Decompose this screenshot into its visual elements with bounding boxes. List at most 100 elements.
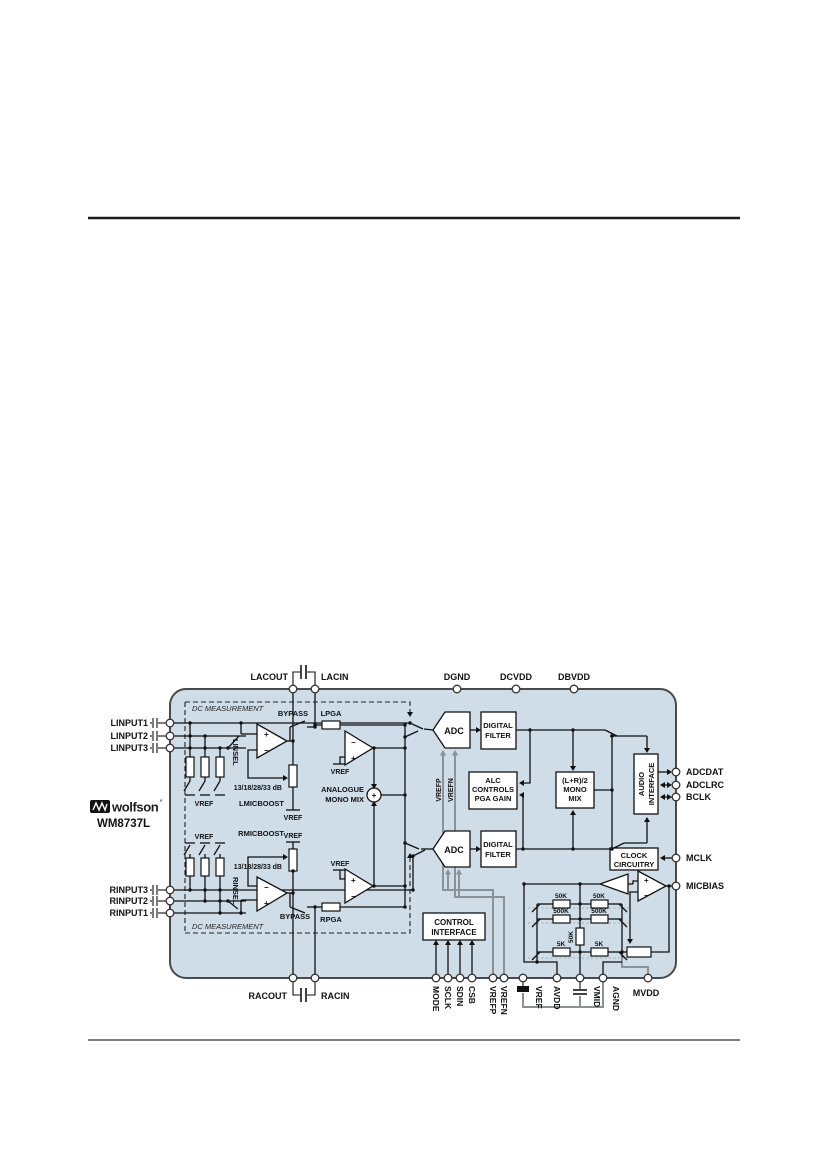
pin-adclrc-label: ADCLRC (686, 780, 724, 790)
pin-sclk-label: SCLK (443, 986, 453, 1010)
rpga-plus: + (351, 876, 356, 885)
adc-left-label: ADC (444, 726, 464, 736)
pin-dbvdd (569, 684, 579, 694)
l-bank-vref-label: VREF (195, 801, 214, 808)
alc-label-1: ALC (485, 776, 501, 785)
vmid-buffer-amp (598, 873, 629, 895)
pin-sdin-label: SDIN (455, 986, 465, 1006)
pin-linput1 (165, 718, 175, 728)
vref-stub-arrows (444, 869, 463, 897)
pin-rinput3-label: RINPUT3 (109, 885, 148, 895)
pin-rinput1 (165, 908, 175, 918)
pin-dbvdd-label: DBVDD (558, 672, 591, 682)
mix-label-2: MONO (563, 785, 586, 794)
pin-csb (467, 973, 477, 983)
res-500k-right-label: 500K (591, 908, 607, 915)
alc-block (468, 771, 518, 810)
pin-racin-label: RACIN (321, 991, 350, 1001)
pin-racin (310, 973, 320, 983)
analogue-mix-label-2: MONO MIX (325, 795, 364, 804)
audio-if-label-1: AUDIO (637, 772, 646, 796)
wolfson-logo: wolfson ° WM8737L (90, 800, 163, 830)
audio-if-label-2: INTERFACE (647, 763, 656, 806)
part-number: WM8737L (97, 818, 150, 830)
pin-mode-label: MODE (431, 986, 441, 1012)
brand-name: wolfson (111, 800, 159, 815)
control-interface-block (422, 912, 486, 941)
dc-measurement-label-bottom: DC MEASUREMENT (192, 922, 265, 931)
clock-label-2: CIRCUITRY (614, 860, 655, 869)
ctrl-label-1: CONTROL (434, 918, 474, 927)
dc-measurement-label-top: DC MEASUREMENT (192, 704, 265, 713)
digital-filter-right-block (480, 830, 517, 868)
rmicboost-label: RMICBOOST (238, 829, 284, 838)
pin-linput2 (165, 731, 175, 741)
lmicboost-label: LMICBOOST (239, 799, 284, 808)
mix-label-1: (L+R)/2 (562, 776, 588, 785)
pin-dcvdd (511, 684, 521, 694)
ctrl-label-2: INTERFACE (431, 928, 477, 937)
audio-interface-block (633, 753, 659, 815)
amplifiers (256, 722, 668, 913)
pin-racout-label: RACOUT (249, 991, 288, 1001)
pin-mclk (671, 853, 681, 863)
pin-sclk (443, 973, 453, 983)
res-5k-right-label: 5K (595, 941, 604, 948)
pin-rinput1-label: RINPUT1 (109, 908, 148, 918)
rpga-resistor (321, 902, 341, 912)
lpga-amp (344, 729, 375, 767)
micbias-plus: + (644, 876, 649, 885)
pin-rinput3 (165, 885, 175, 895)
switch-control-lines (528, 907, 630, 959)
junction-dots (188, 721, 671, 964)
bypass-label-bottom: BYPASS (280, 912, 310, 921)
chip-body (169, 688, 677, 979)
ramp-plus: + (264, 899, 269, 908)
pin-lacout (288, 684, 298, 694)
pin-rinput2 (165, 896, 175, 906)
pin-avdd (552, 973, 562, 983)
pin-vref-label: VREF (534, 986, 544, 1009)
pin-dcvdd-label: DCVDD (500, 672, 533, 682)
clock-label-1: CLOCK (621, 851, 648, 860)
vrefp-wire-label: VREFP (436, 778, 443, 802)
reference-wires (439, 750, 649, 1008)
rpga-minus: − (351, 892, 356, 901)
pin-bclk-label: BCLK (686, 792, 711, 802)
pin-linput2-label: LINPUT2 (110, 731, 148, 741)
pin-sdin (455, 973, 465, 983)
lamp-plus: + (264, 730, 269, 739)
pin-vmid (575, 973, 585, 983)
lpga-label: LPGA (321, 709, 342, 718)
pin-racout (288, 973, 298, 983)
pin-adclrc (671, 780, 681, 790)
text-labels: LACOUT LACIN DGND DCVDD DBVDD LINPUT1 LI… (109, 672, 724, 1015)
pin-rinput2-label: RINPUT2 (109, 896, 148, 906)
pin-mvdd (643, 973, 653, 983)
pin-vrefn-label: VREFN (499, 986, 509, 1015)
alc-label-2: CONTROLS (472, 785, 514, 794)
lamp-minus: − (264, 746, 269, 755)
right-mic-amp (256, 875, 289, 913)
pin-mode (431, 973, 441, 983)
res-500k-left-label: 500K (553, 908, 569, 915)
function-blocks (422, 711, 659, 941)
lmicboost-vref-label: VREF (284, 815, 303, 822)
pin-vrefp-label: VREFP (488, 986, 498, 1015)
lpga-resistor (321, 720, 341, 730)
pin-mvdd-label: MVDD (633, 988, 660, 998)
pin-mclk-label: MCLK (686, 853, 712, 863)
df-right-label-1: DIGITAL (483, 840, 513, 849)
brand-reg-mark: ° (160, 800, 163, 806)
rpga-vref-label: VREF (331, 861, 350, 868)
pin-lacin-label: LACIN (321, 672, 349, 682)
alc-label-3: PGA GAIN (475, 794, 512, 803)
dc-measurement-paths (184, 701, 413, 934)
pin-adcdat-label: ADCDAT (686, 767, 724, 777)
adc-left-block (432, 711, 471, 749)
clock-circuitry-block (609, 847, 659, 871)
pin-micbias (671, 881, 681, 891)
vrefn-wire-label: VREFN (448, 778, 455, 802)
